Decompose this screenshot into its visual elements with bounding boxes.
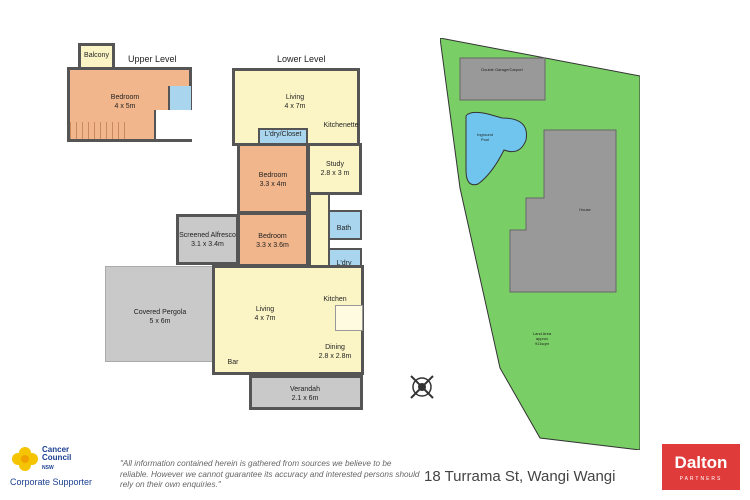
top-living-label: Living 4 x 7m bbox=[270, 94, 320, 112]
study-name: Study bbox=[326, 161, 344, 168]
bathroom bbox=[326, 210, 362, 240]
bath-label: Bath bbox=[336, 225, 352, 232]
bedroom-1-name: Bedroom bbox=[258, 172, 288, 179]
bedroom-1-dims: 3.3 x 4m bbox=[259, 180, 287, 188]
alfresco-label: Screened Alfresco 3.1 x 3.4m bbox=[176, 232, 239, 250]
verandah bbox=[249, 375, 363, 410]
sponsor-name: Cancer Council NSW bbox=[42, 445, 72, 471]
upper-stairs bbox=[70, 122, 130, 139]
bar-label: Bar bbox=[227, 359, 239, 366]
bottom-living-name: Living bbox=[255, 306, 275, 313]
sponsor-name-line1: Cancer bbox=[42, 445, 70, 454]
site-pool-label: Inground Pool bbox=[470, 132, 500, 142]
top-living-dims: 4 x 7m bbox=[284, 102, 306, 110]
compass-icon bbox=[410, 375, 434, 399]
site-garage-label: Double Garage/Carport bbox=[481, 67, 523, 72]
agency-logo: Dalton PARTNERS bbox=[662, 444, 740, 490]
kitchen-label: Kitchen bbox=[323, 296, 347, 303]
dining-name: Dining bbox=[325, 344, 345, 351]
kitchen-counter bbox=[335, 305, 363, 331]
bedroom-2-dims: 3.3 x 3.6m bbox=[256, 241, 289, 249]
site-pool-line1: Inground bbox=[477, 132, 493, 137]
disclaimer-text: "All information contained herein is gat… bbox=[120, 459, 420, 490]
covered-pergola bbox=[105, 266, 216, 362]
upper-level-title: Upper Level bbox=[128, 54, 177, 64]
sponsor-name-line3: NSW bbox=[42, 464, 54, 471]
bottom-living-label: Living 4 x 7m bbox=[245, 306, 285, 324]
verandah-dims: 2.1 x 6m bbox=[291, 394, 319, 402]
study-room bbox=[307, 143, 362, 195]
screened-alfresco bbox=[176, 214, 239, 265]
study-label: Study 2.8 x 3 m bbox=[310, 161, 360, 179]
alfresco-dims: 3.1 x 3.4m bbox=[191, 240, 224, 248]
site-pool-line2: Pool bbox=[480, 137, 489, 142]
upper-balcony-label: Balcony bbox=[84, 52, 109, 59]
site-plan bbox=[440, 38, 640, 450]
site-garage bbox=[459, 57, 546, 101]
property-address: 18 Turrama St, Wangi Wangi bbox=[424, 468, 616, 485]
agency-name: Dalton bbox=[674, 453, 728, 472]
site-house bbox=[509, 129, 617, 293]
site-pool bbox=[465, 111, 527, 186]
site-land-line2: approx bbox=[535, 336, 549, 341]
daffodil-icon bbox=[12, 447, 38, 471]
upper-bedroom-name: Bedroom bbox=[110, 94, 140, 101]
kitchenette-label: Kitchenette bbox=[323, 122, 359, 129]
site-house-label: House bbox=[579, 207, 591, 212]
sponsor-tagline: Corporate Supporter bbox=[10, 477, 93, 487]
pergola-label: Covered Pergola 5 x 6m bbox=[120, 309, 200, 327]
ldry-label: L'dry bbox=[336, 260, 352, 267]
pergola-dims: 5 x 6m bbox=[149, 317, 171, 325]
site-land-line1: Land Area bbox=[532, 331, 552, 336]
upper-bathroom bbox=[168, 86, 191, 110]
pergola-name: Covered Pergola bbox=[133, 309, 187, 316]
top-living-name: Living bbox=[285, 94, 305, 101]
upper-stair-void bbox=[154, 110, 192, 139]
upper-bedroom-label: Bedroom 4 x 5m bbox=[95, 94, 155, 112]
ldry-closet-label: L'dry/Closet bbox=[264, 131, 302, 138]
bedroom-2-name: Bedroom bbox=[258, 233, 287, 240]
upper-bedroom-dims: 4 x 5m bbox=[114, 102, 136, 110]
bedroom-2-label: Bedroom 3.3 x 3.6m bbox=[245, 233, 300, 251]
bedroom-1-label: Bedroom 3.3 x 4m bbox=[248, 172, 298, 190]
dining-dims: 2.8 x 2.8m bbox=[318, 352, 352, 360]
study-dims: 2.8 x 3 m bbox=[320, 169, 350, 177]
alfresco-name: Screened Alfresco bbox=[179, 232, 236, 239]
site-land-line3: 911sqm bbox=[535, 341, 549, 346]
dining-label: Dining 2.8 x 2.8m bbox=[310, 344, 360, 362]
lower-level-title: Lower Level bbox=[277, 54, 326, 64]
verandah-name: Verandah bbox=[290, 386, 320, 393]
agency-subname: PARTNERS bbox=[679, 476, 723, 482]
sponsor-name-line2: Council bbox=[42, 453, 72, 463]
bottom-living-dims: 4 x 7m bbox=[254, 314, 276, 322]
hallway bbox=[309, 195, 330, 275]
sponsor-logo: Cancer Council NSW Corporate Supporter bbox=[10, 444, 120, 490]
verandah-label: Verandah 2.1 x 6m bbox=[270, 386, 340, 404]
site-land-label: Land Area approx 911sqm bbox=[522, 331, 562, 346]
